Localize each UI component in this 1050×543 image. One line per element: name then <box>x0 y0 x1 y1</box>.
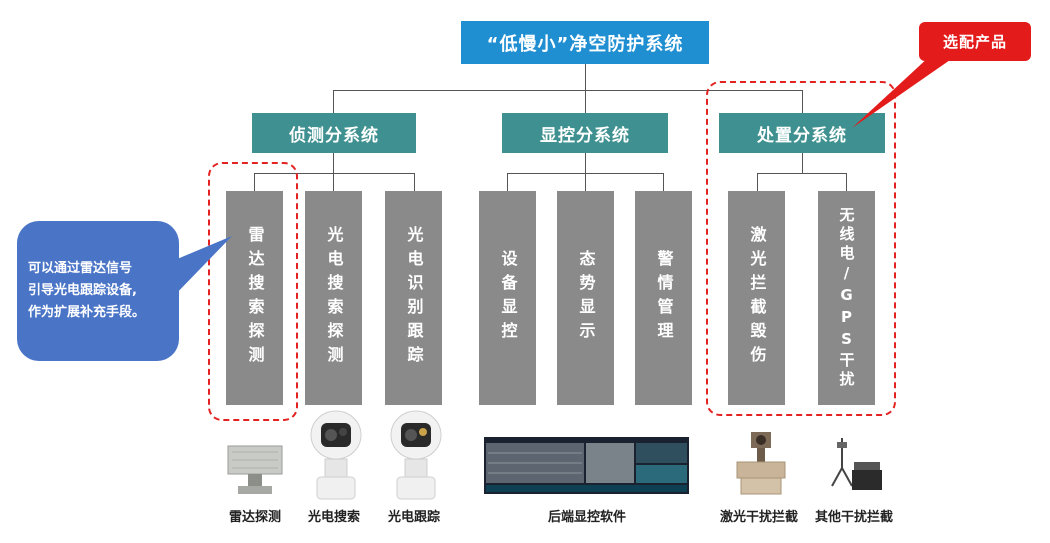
laser-interceptor-image <box>736 432 786 495</box>
detect-drop-2 <box>333 173 334 191</box>
note-line-2: 引导光电跟踪设备, <box>28 283 137 298</box>
subsystem-dispose: 处置分系统 <box>719 113 885 153</box>
leaf-device-control: 设备显控 <box>479 191 536 405</box>
note-line-1: 可以通过雷达信号 <box>28 261 133 276</box>
eo-search-camera-image <box>310 410 362 500</box>
display-drop-1 <box>507 173 508 191</box>
leaf-eo-track: 光电识别跟踪 <box>385 191 442 405</box>
leaf-radio-gps-jam: 无线电/GPS干扰 <box>818 191 875 405</box>
stem-detect <box>333 90 334 113</box>
detect-drop-1 <box>254 173 255 191</box>
leaf-alert-management: 警情管理 <box>635 191 692 405</box>
detect-bus <box>254 173 414 174</box>
note-line-3: 作为扩展补充手段。 <box>28 305 146 320</box>
caption-laser: 激光干扰拦截 <box>719 510 798 525</box>
subsystem-display: 显控分系统 <box>502 113 668 153</box>
optional-highlight-frame <box>706 81 896 416</box>
display-software-screenshot <box>484 437 689 494</box>
dispose-drop-1 <box>757 173 758 191</box>
radar-highlight-frame <box>208 162 298 421</box>
stem-dispose <box>802 90 803 113</box>
caption-eo-search: 光电搜索 <box>307 510 360 525</box>
radar-device-image <box>227 445 283 494</box>
detect-drop-3 <box>414 173 415 191</box>
dispose-drop-2 <box>846 173 847 191</box>
root-node: “低慢小”净空防护系统 <box>461 21 709 64</box>
dispose-bus <box>757 173 846 174</box>
caption-radar: 雷达探测 <box>228 510 281 525</box>
leaf-eo-search: 光电搜索探测 <box>305 191 362 405</box>
leaf-radar-search: 雷达搜索探测 <box>226 191 283 405</box>
caption-display-software: 后端显控软件 <box>547 510 626 525</box>
caption-other-jam: 其他干扰拦截 <box>814 510 893 525</box>
subsystem-detect: 侦测分系统 <box>252 113 416 153</box>
display-stem <box>585 153 586 173</box>
leaf-situation-display: 态势显示 <box>557 191 614 405</box>
jammer-device-image <box>831 438 882 490</box>
detect-stem <box>333 153 334 173</box>
eo-track-camera-image <box>390 410 442 500</box>
root-bus <box>333 90 802 91</box>
display-drop-2 <box>585 173 586 191</box>
radar-guidance-note: 可以通过雷达信号 引导光电跟踪设备, 作为扩展补充手段。 <box>17 221 179 361</box>
stem-display <box>585 90 586 113</box>
caption-eo-track: 光电跟踪 <box>387 510 440 525</box>
root-stem <box>585 64 586 90</box>
optional-product-callout: 选配产品 <box>919 22 1031 61</box>
dispose-stem <box>802 153 803 173</box>
leaf-laser-intercept: 激光拦截毁伤 <box>728 191 785 405</box>
display-drop-3 <box>663 173 664 191</box>
